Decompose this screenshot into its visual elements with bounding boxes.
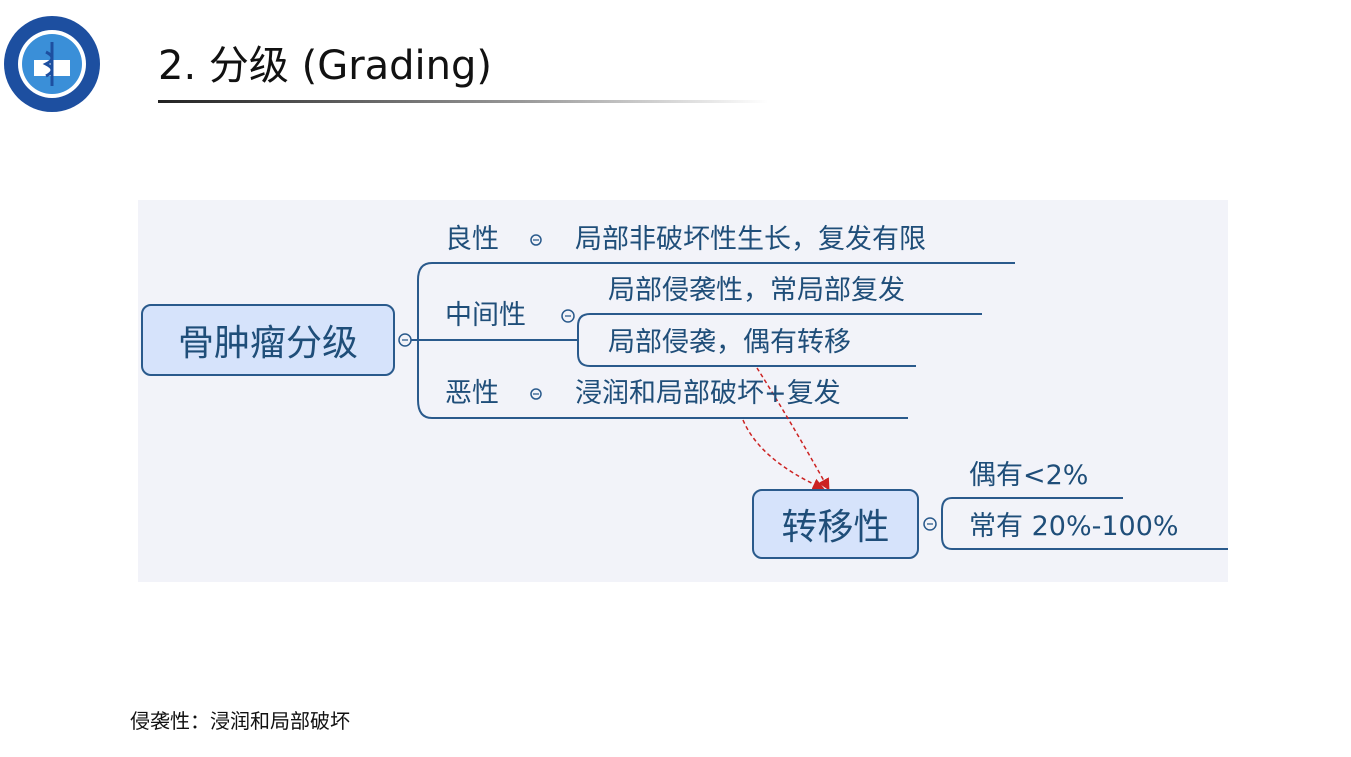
metastasis-common[interactable]: 常有 20%-100% xyxy=(969,511,1179,542)
title-underline xyxy=(158,100,768,103)
malignant-detail[interactable]: 浸润和局部破坏+复发 xyxy=(575,378,841,409)
branch-benign[interactable]: 良性 xyxy=(445,224,499,255)
arrow-intermediate-to-metastasis xyxy=(756,367,830,491)
metastasis-bracket xyxy=(941,497,1228,550)
footnote: 侵袭性：浸润和局部破坏 xyxy=(130,709,350,733)
branch-malignant[interactable]: 恶性 xyxy=(445,378,499,409)
slide-title: 2. 分级 (Grading) xyxy=(158,43,493,89)
branch-bracket xyxy=(417,262,1015,419)
branch-intermediate[interactable]: 中间性 xyxy=(445,300,526,331)
metastasis-node[interactable]: 转移性 xyxy=(752,489,919,559)
arrow-malignant-to-metastasis xyxy=(742,419,825,490)
intermediate-bracket xyxy=(577,313,982,367)
benign-detail[interactable]: 局部非破坏性生长，复发有限 xyxy=(575,224,926,255)
intermediate-detail-2[interactable]: 局部侵袭，偶有转移 xyxy=(608,327,851,358)
root-node[interactable]: 骨肿瘤分级 xyxy=(141,304,395,376)
metastasis-occasional[interactable]: 偶有<2% xyxy=(969,460,1089,491)
intermediate-detail-1[interactable]: 局部侵袭性，常局部复发 xyxy=(608,275,905,306)
university-logo xyxy=(4,16,100,112)
